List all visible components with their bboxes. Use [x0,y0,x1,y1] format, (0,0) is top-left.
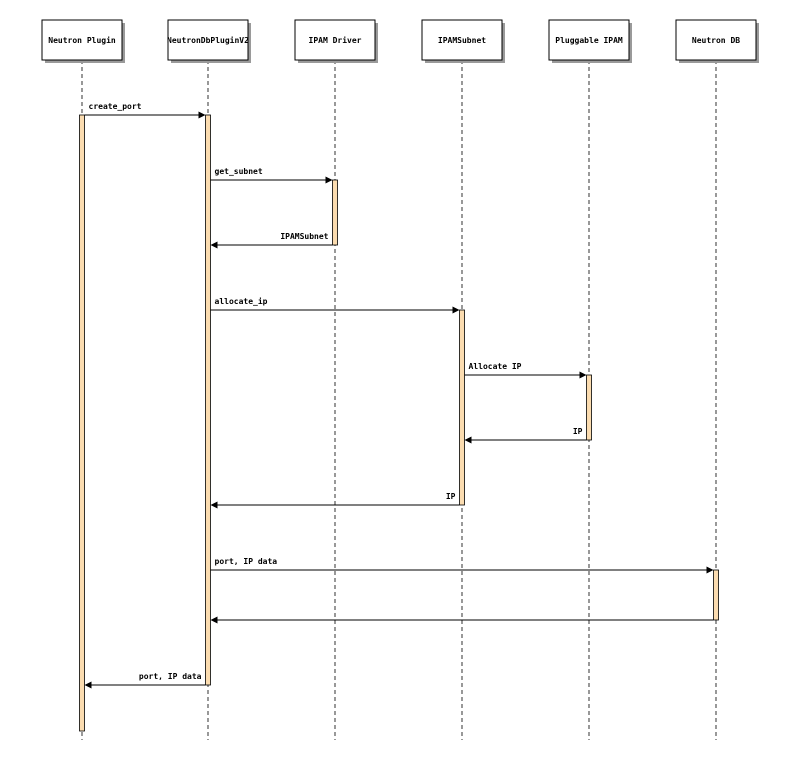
message-label: get_subnet [215,167,263,176]
message-label: IP [446,492,456,501]
participant-pluggable-ipam: Pluggable IPAM [548,19,632,63]
participant-ipam-subnet: IPAMSubnet [421,19,505,63]
message-arrowhead [464,436,472,444]
participant-box [421,19,503,61]
message-arrowhead [198,111,206,119]
participant-label: IPAM Driver [309,35,362,45]
message-label: IP [573,427,583,436]
activation-bar-neutron-db-plugin-v2 [205,114,211,686]
activation-bar-ipam-subnet [459,309,465,506]
participant-label: NeutronDbPluginV2 [167,35,249,45]
message-label: Allocate IP [469,362,522,371]
message-arrowhead [210,501,218,509]
activation-bar-pluggable-ipam [586,374,592,441]
participant-label: Neutron Plugin [48,35,116,45]
participant-neutron-plugin: Neutron Plugin [41,19,125,63]
message-label: IPAMSubnet [280,232,328,241]
message-8: port, IP data [210,557,714,574]
message-5: Allocate IP [464,362,587,379]
message-arrowhead [452,306,460,314]
participant-label: IPAMSubnet [438,36,486,45]
activation-bar-neutron-plugin [79,114,85,732]
participant-neutron-db-plugin-v2: NeutronDbPluginV2 [167,19,251,63]
message-label: port, IP data [139,672,202,681]
message-arrowhead [325,176,333,184]
activation-bar-neutron-db [713,569,719,621]
message-arrowhead [579,371,587,379]
participant-box [294,19,376,61]
message-3: IPAMSubnet [210,232,333,249]
message-9 [210,616,714,624]
message-label: create_port [89,102,142,111]
participant-box [167,19,249,61]
message-arrowhead [210,241,218,249]
message-10: port, IP data [84,672,206,689]
participant-label: Pluggable IPAM [555,36,623,45]
message-2: get_subnet [210,167,333,184]
message-7: IP [210,492,460,509]
message-arrowhead [84,681,92,689]
activation-bar-ipam-driver [332,179,338,246]
participant-box [675,19,757,61]
participant-box [548,19,630,61]
message-4: allocate_ip [210,296,460,314]
message-arrowhead [706,566,714,574]
message-label: port, IP data [215,557,278,566]
participant-ipam-driver: IPAM Driver [294,19,378,63]
message-label: allocate_ip [215,296,268,306]
message-1: create_port [84,102,206,119]
message-arrowhead [210,616,218,624]
participant-neutron-db: Neutron DB [675,19,759,63]
message-6: IP [464,427,587,444]
participant-label: Neutron DB [692,36,740,45]
participant-box [41,19,123,61]
